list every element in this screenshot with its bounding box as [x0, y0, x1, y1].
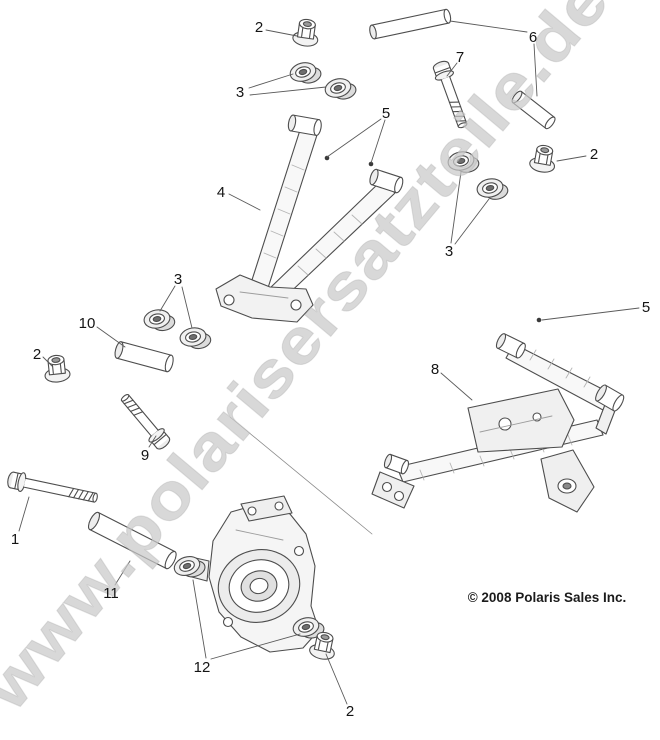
- grease-fitting-dots: [324, 155, 542, 323]
- assembly-line: [229, 416, 373, 535]
- pivot-pin-drawing: [511, 90, 556, 130]
- spacer-tube-drawing: [87, 511, 177, 570]
- bolt-drawing: [7, 471, 98, 503]
- pivot-pin-drawing: [369, 8, 452, 40]
- upper-a-arm-drawing: [215, 114, 404, 323]
- callout-label: 8: [431, 361, 439, 378]
- bolt-drawing: [432, 60, 468, 129]
- callouts: 2 6 3 7 5 2 4 3 5 3 10 2 8 9 1 11 12 2: [11, 19, 650, 720]
- swing-arm-drawing: [371, 333, 625, 513]
- nut-drawing: [528, 142, 559, 175]
- callout-label: 11: [103, 585, 119, 602]
- nut-drawing: [291, 17, 321, 49]
- callout-label: 12: [194, 659, 211, 676]
- callout-label: 5: [642, 299, 650, 316]
- bushing-drawing: [322, 74, 359, 104]
- callout-label: 1: [11, 531, 19, 548]
- callout-label: 7: [456, 49, 464, 66]
- callout-label: 2: [255, 19, 263, 36]
- callout-label: 2: [590, 146, 598, 163]
- bushing-drawing: [142, 306, 177, 335]
- nut-drawing: [42, 353, 72, 384]
- spacer-tube-drawing: [114, 341, 174, 373]
- callout-label: 6: [529, 29, 537, 46]
- callout-label: 5: [382, 105, 390, 122]
- callout-label: 2: [346, 703, 354, 720]
- callout-label: 4: [217, 184, 225, 201]
- callout-label: 3: [174, 271, 182, 288]
- callout-label: 9: [141, 447, 149, 464]
- callout-label: 2: [33, 346, 41, 363]
- line-art: [7, 8, 640, 705]
- callout-label: 3: [445, 243, 453, 260]
- leader-lines: [18, 20, 640, 705]
- callout-label: 10: [79, 315, 96, 332]
- callout-label: 3: [236, 84, 244, 101]
- knuckle-drawing: [187, 495, 320, 653]
- bushing-drawing: [178, 324, 213, 353]
- bolt-drawing: [120, 393, 171, 450]
- bushing-drawing: [287, 58, 324, 88]
- copyright-text: © 2008 Polaris Sales Inc.: [468, 590, 627, 605]
